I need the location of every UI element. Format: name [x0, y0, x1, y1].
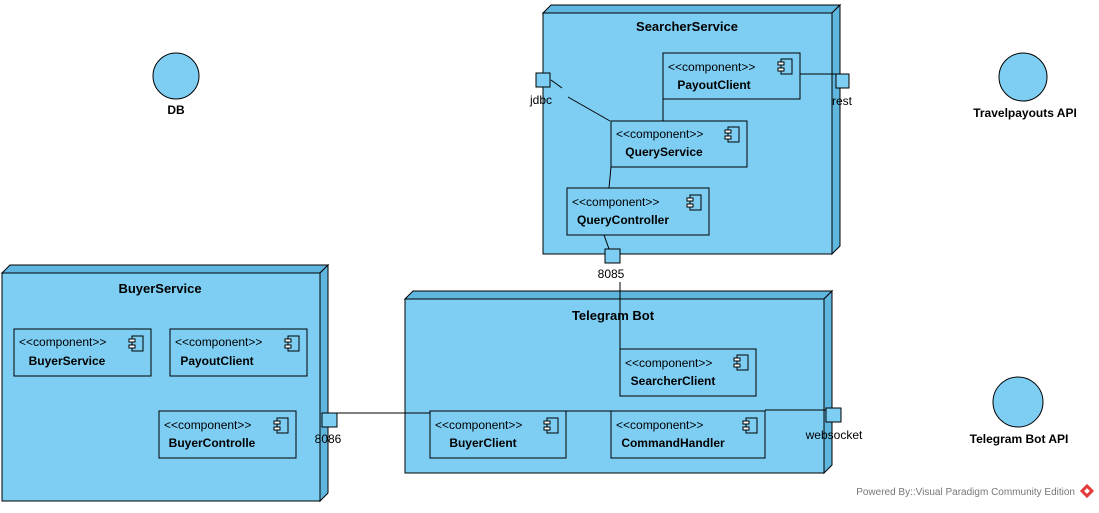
component-buyer-service[interactable]: <<component>> BuyerService: [13, 328, 152, 377]
actor-telegram-bot-api[interactable]: Telegram Bot API: [970, 376, 1069, 446]
component-name: QueryService: [625, 145, 703, 159]
telegram-api-circle: [992, 376, 1044, 428]
component-payout-client-searcher[interactable]: <<component>> PayoutClient: [662, 52, 801, 100]
component-name: BuyerControlle: [169, 436, 256, 450]
component-stereotype: <<component>>: [616, 418, 703, 432]
port-label: 8086: [315, 432, 342, 446]
component-stereotype: <<component>>: [19, 335, 106, 349]
travelpayouts-circle: [998, 52, 1048, 102]
actor-label: Telegram Bot API: [970, 432, 1069, 446]
port-jdbc[interactable]: jdbc: [529, 72, 552, 107]
connector-jdbc-stub: [550, 79, 563, 89]
component-name: PayoutClient: [180, 354, 253, 368]
connector-jdbc-queryservice: [567, 96, 611, 122]
component-stereotype: <<component>>: [572, 195, 659, 209]
component-name: SearcherClient: [631, 374, 716, 388]
component-stereotype: <<component>>: [164, 418, 251, 432]
connectors: [337, 73, 836, 414]
component-query-controller[interactable]: <<component>> QueryController: [566, 187, 710, 236]
node-title: Telegram Bot: [572, 308, 655, 323]
actor-travelpayouts-api[interactable]: Travelpayouts API: [973, 52, 1077, 120]
footer-watermark: Powered By::Visual Paradigm Community Ed…: [856, 483, 1095, 499]
node-title: SearcherService: [636, 19, 738, 34]
component-buyer-controller[interactable]: <<component>> BuyerControlle: [158, 410, 297, 459]
component-name: BuyerService: [29, 354, 106, 368]
component-name: BuyerClient: [449, 436, 516, 450]
port-label: 8085: [598, 267, 625, 281]
port-label: jdbc: [529, 93, 552, 107]
component-searcher-client[interactable]: <<component>> SearcherClient: [619, 348, 757, 397]
footer-text: Powered By::Visual Paradigm Community Ed…: [856, 487, 1075, 498]
db-circle: [152, 52, 200, 100]
port-8086[interactable]: 8086: [315, 412, 342, 446]
component-query-service[interactable]: <<component>> QueryService: [610, 120, 748, 168]
component-name: CommandHandler: [621, 436, 725, 450]
component-name: PayoutClient: [677, 78, 750, 92]
actor-label: DB: [167, 103, 185, 117]
actor-db[interactable]: DB: [152, 52, 200, 117]
component-stereotype: <<component>>: [175, 335, 262, 349]
port-8085[interactable]: 8085: [598, 248, 625, 281]
component-command-handler[interactable]: <<component>> CommandHandler: [610, 410, 766, 459]
port-label: rest: [832, 94, 853, 108]
port-label: websocket: [805, 428, 863, 442]
actor-label: Travelpayouts API: [973, 106, 1077, 120]
component-stereotype: <<component>>: [625, 356, 712, 370]
component-payout-client-buyer[interactable]: <<component>> PayoutClient: [169, 328, 308, 377]
visual-paradigm-logo-icon: [1079, 483, 1095, 499]
node-title: BuyerService: [118, 281, 201, 296]
port-websocket[interactable]: websocket: [805, 407, 863, 442]
component-buyer-client[interactable]: <<component>> BuyerClient: [429, 410, 567, 459]
node-buyer-service[interactable]: BuyerService: [0, 263, 330, 503]
component-stereotype: <<component>>: [668, 60, 755, 74]
component-stereotype: <<component>>: [616, 127, 703, 141]
connector-controller-8085: [603, 234, 610, 250]
connector-queryservice-controller: [608, 166, 612, 189]
component-name: QueryController: [577, 213, 669, 227]
port-rest[interactable]: rest: [832, 73, 853, 108]
component-stereotype: <<component>>: [435, 418, 522, 432]
